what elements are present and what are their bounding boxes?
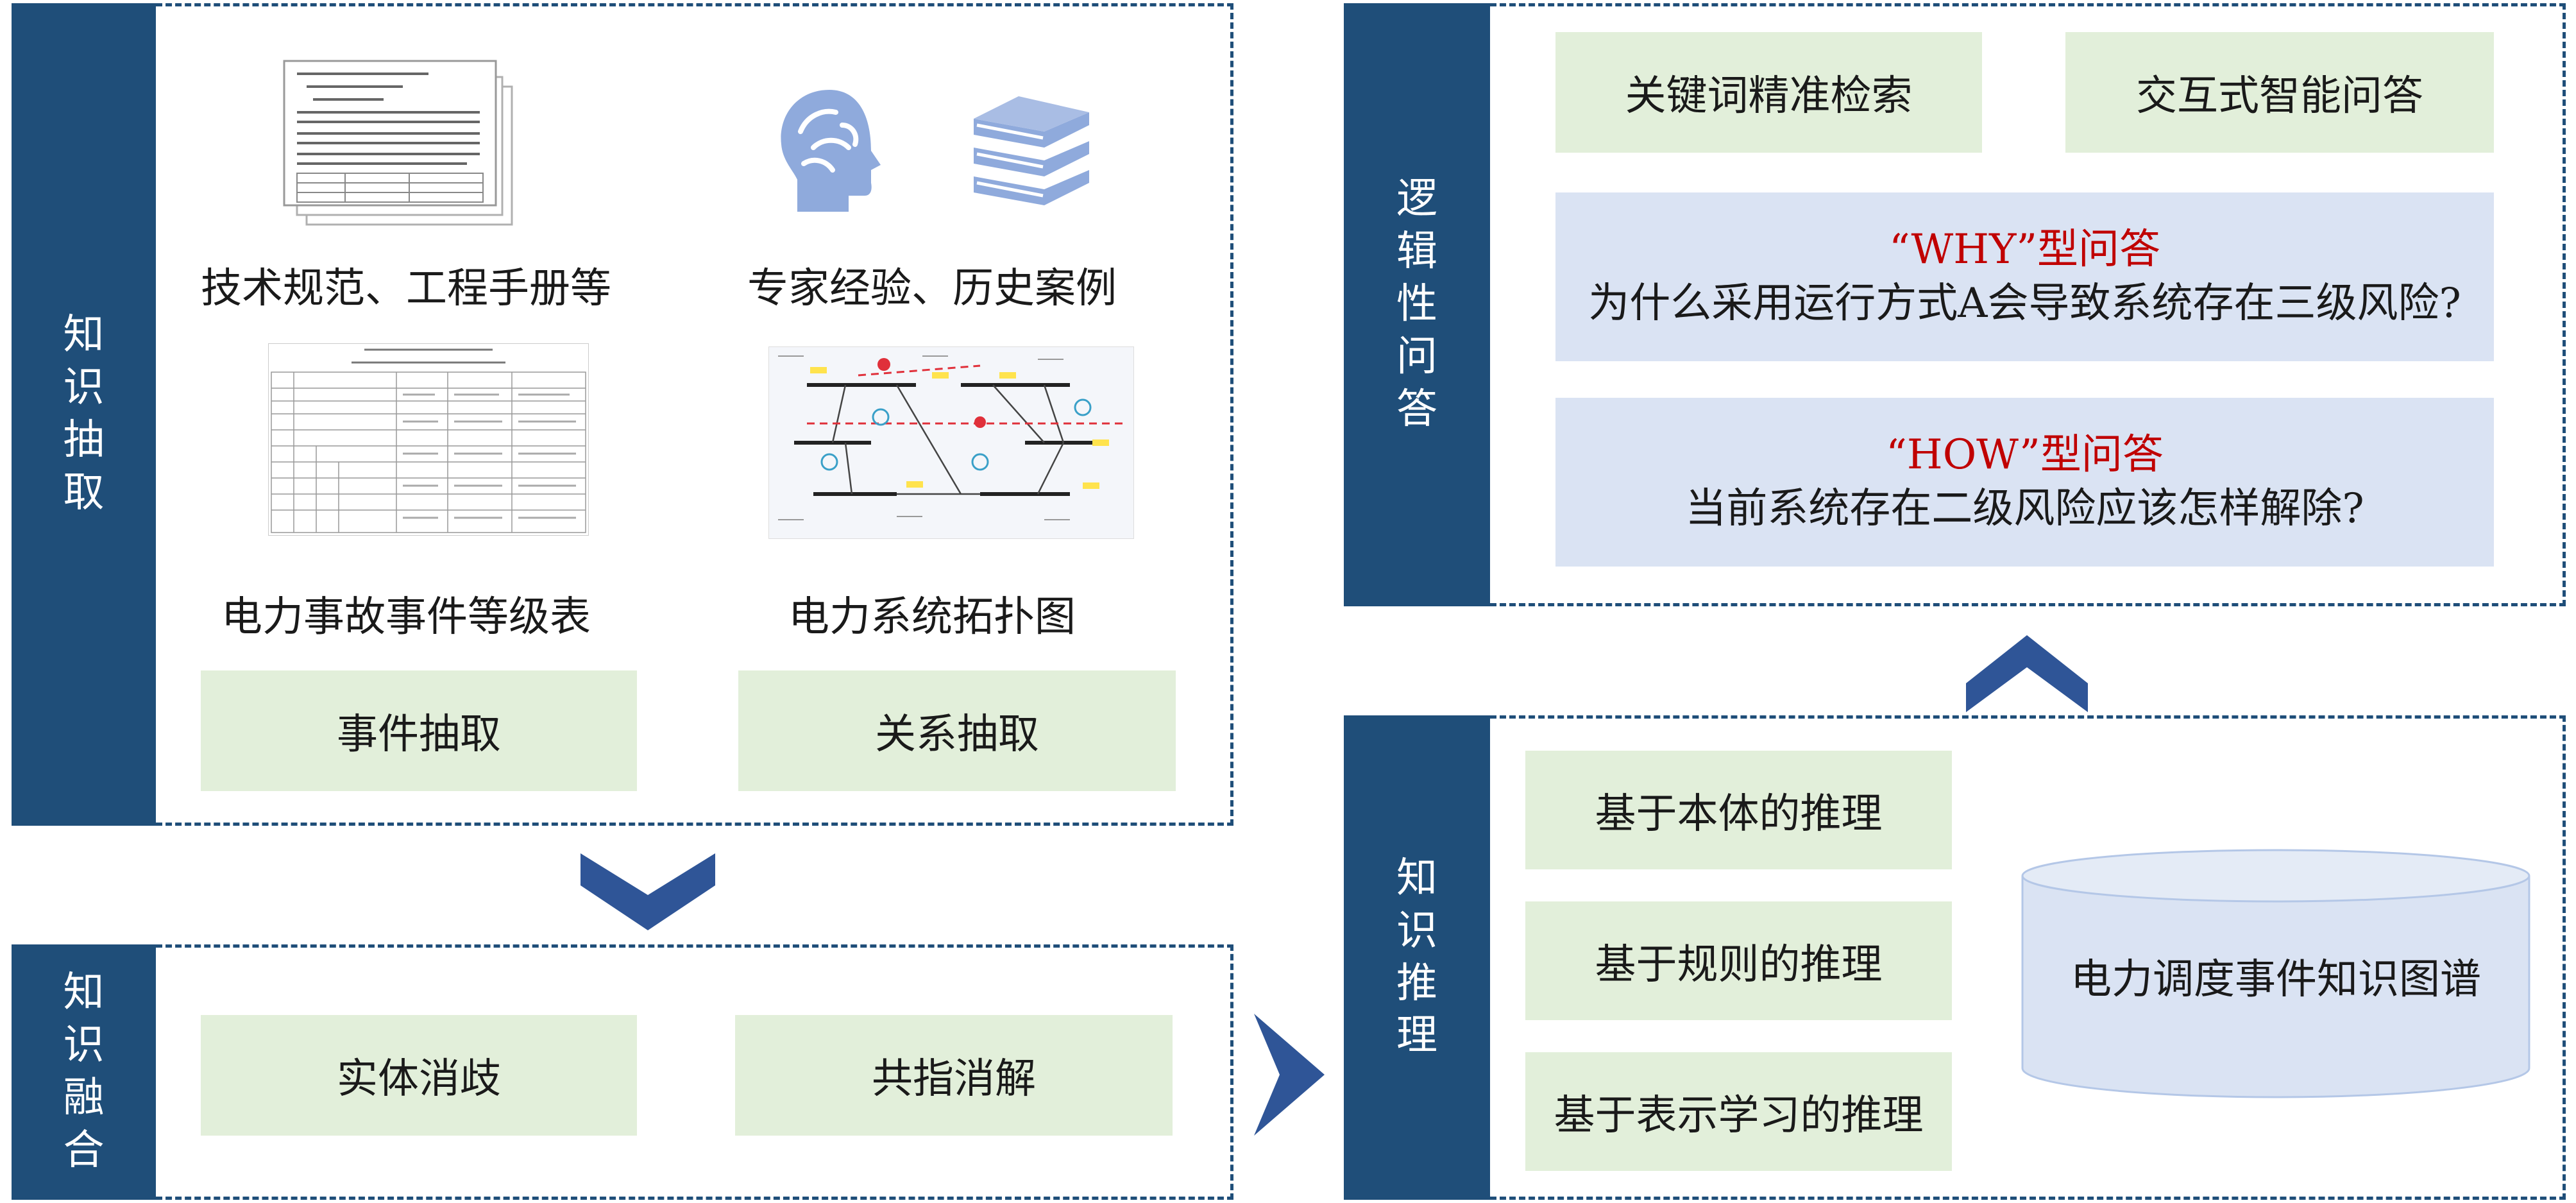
chevron-right-icon [1254, 1014, 1325, 1136]
rule-reasoning-box: 基于规则的推理 [1525, 901, 1952, 1020]
coreference-resolution-box: 共指消解 [735, 1015, 1173, 1136]
logical-qa-panel: 逻辑性问答 关键词精准检索 交互式智能问答 “WHY”型问答 为什么采用运行方式… [1344, 3, 2566, 606]
reasoning-sidebar-label: 知识推理 [1396, 854, 1437, 1060]
extraction-sidebar-label: 知识抽取 [63, 311, 105, 516]
fusion-sidebar-label: 知识融合 [63, 969, 105, 1174]
why-question-type: “WHY”型问答 [1888, 226, 2161, 274]
source-label-tech-specs: 技术规范、工程手册等 [201, 265, 611, 312]
how-question-type: “HOW”型问答 [1886, 431, 2164, 479]
extraction-body: 技术规范、工程手册等 专家经验、历史案例 [156, 3, 1233, 826]
interactive-qa-box: 交互式智能问答 [2065, 32, 2494, 153]
grading-table-icon [268, 343, 589, 536]
books-icon [974, 96, 1089, 205]
topology-diagram-icon [768, 346, 1134, 539]
document-pages-icon [283, 60, 513, 226]
source-label-expert-experience: 专家经验、历史案例 [747, 265, 1117, 312]
reasoning-body: 基于本体的推理 基于规则的推理 基于表示学习的推理 电力调度事件知识图谱 [1490, 715, 2566, 1200]
keyword-search-box: 关键词精准检索 [1555, 32, 1982, 153]
why-question-box: “WHY”型问答 为什么采用运行方式A会导致系统存在三级风险? [1555, 192, 2494, 361]
relation-extraction-box: 关系抽取 [738, 670, 1176, 791]
knowledge-reasoning-panel: 知识推理 基于本体的推理 基于规则的推理 基于表示学习的推理 电力调度事件知识图… [1344, 715, 2566, 1200]
source-label-grading-table: 电力事故事件等级表 [221, 593, 591, 641]
qa-sidebar: 逻辑性问答 [1344, 3, 1490, 606]
brain-head-icon [781, 90, 881, 212]
knowledge-extraction-panel: 知识抽取 [12, 3, 1233, 826]
fusion-sidebar: 知识融合 [12, 944, 156, 1200]
entity-disambiguation-box: 实体消歧 [201, 1015, 637, 1136]
event-extraction-box: 事件抽取 [201, 670, 637, 791]
chevron-up-icon [1966, 635, 2088, 712]
why-question-text: 为什么采用运行方式A会导致系统存在三级风险? [1588, 279, 2461, 327]
ontology-reasoning-box: 基于本体的推理 [1525, 751, 1952, 869]
representation-learning-reasoning-box: 基于表示学习的推理 [1525, 1052, 1952, 1171]
qa-body: 关键词精准检索 交互式智能问答 “WHY”型问答 为什么采用运行方式A会导致系统… [1490, 3, 2566, 606]
extraction-sidebar: 知识抽取 [12, 3, 156, 826]
knowledge-fusion-panel: 知识融合 实体消歧 共指消解 [12, 944, 1233, 1200]
fusion-body: 实体消歧 共指消解 [156, 944, 1233, 1200]
database-cylinder-icon [2021, 849, 2530, 1098]
reasoning-sidebar: 知识推理 [1344, 715, 1490, 1200]
qa-sidebar-label: 逻辑性问答 [1396, 175, 1437, 433]
knowledge-graph-label: 电力调度事件知识图谱 [2071, 956, 2481, 1003]
source-label-topology: 电力系统拓扑图 [788, 593, 1076, 641]
how-question-text: 当前系统存在二级风险应该怎样解除? [1685, 484, 2364, 533]
chevron-down-icon [580, 853, 715, 930]
how-question-box: “HOW”型问答 当前系统存在二级风险应该怎样解除? [1555, 398, 2494, 567]
